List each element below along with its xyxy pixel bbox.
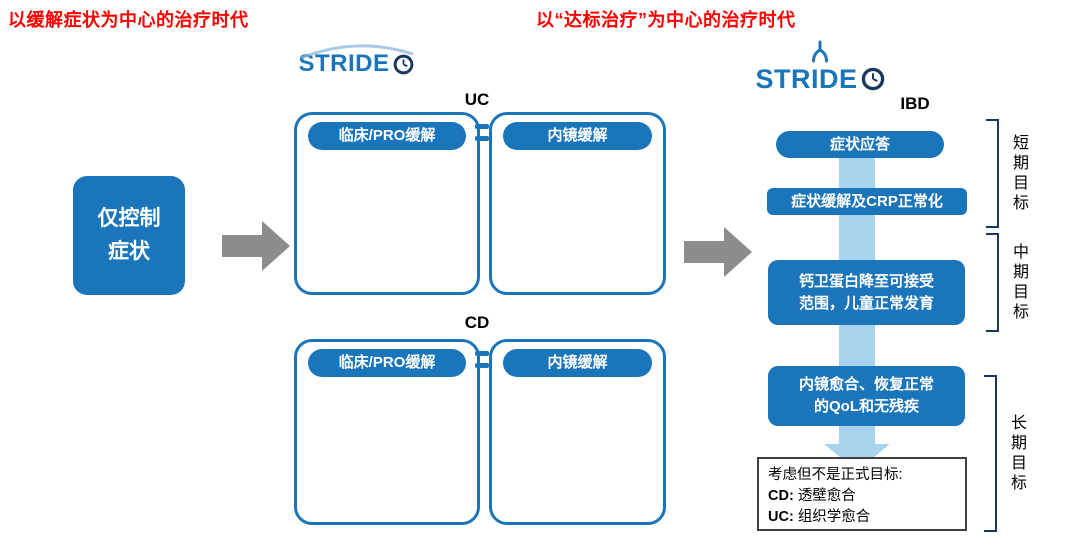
uc-clinical-header: 临床/PRO缓解 [308, 122, 466, 150]
note-title: 考虑但不是正式目标: [768, 467, 903, 483]
note-cd-value: 透壁愈合 [797, 488, 856, 505]
uc-clinical-box: 临床/PRO缓解 [294, 112, 480, 295]
cd-endoscopic-header: 内镜缓解 [503, 349, 652, 377]
note-cd-line: CD: 透壁愈合 [768, 486, 956, 507]
arrow-right-icon-1 [222, 221, 290, 271]
informal-targets-note-box: 考虑但不是正式目标: CD: 透壁愈合 UC: 组织学愈合 [757, 457, 967, 531]
note-cd-label: CD: [768, 488, 794, 505]
stride-wordmark: STRIDE [298, 50, 390, 77]
clock-icon [393, 54, 413, 74]
symptom-remission-crp-box: 症状缓解及CRP正常化 [767, 188, 967, 215]
symptom-response-pill: 症状应答 [776, 131, 944, 158]
arrow-head [262, 221, 290, 271]
arrow-shaft [222, 235, 262, 257]
uc-endoscopic-box: 内镜缓解 [489, 112, 666, 295]
symptom-control-box: 仅控制 症状 [73, 176, 185, 295]
cd-endoscopic-box: 内镜缓解 [489, 339, 666, 525]
uc-link-connector-icon [475, 124, 489, 141]
calprotectin-growth-box: 钙卫蛋白降至可接受 范围，儿童正常发育 [768, 260, 965, 325]
long-term-bracket [984, 375, 997, 532]
stride-wordmark: STRIDE [755, 63, 858, 94]
endoscopic-healing-qol-box: 内镜愈合、恢复正常 的QoL和无残疾 [768, 366, 965, 426]
stride-logo-right: STRIDE [750, 36, 890, 98]
arrow-head [724, 227, 752, 277]
clock-icon [861, 67, 884, 91]
arrow-right-icon-2 [684, 227, 752, 277]
mid-term-goal-label: 中期目标 [1010, 242, 1027, 323]
cd-label: CD [464, 313, 490, 332]
lungs-icon [812, 40, 828, 62]
cd-clinical-header: 临床/PRO缓解 [308, 349, 466, 377]
era-title-right: 以“达标治疗”为中心的治疗时代 [536, 10, 796, 30]
arrow-shaft [684, 241, 724, 263]
short-term-goal-label: 短期目标 [1010, 133, 1027, 214]
era-title-left: 以缓解症状为中心的治疗时代 [8, 10, 249, 30]
uc-label: UC [464, 90, 490, 109]
cd-clinical-box: 临床/PRO缓解 [294, 339, 480, 525]
mid-term-bracket [986, 233, 999, 332]
note-uc-label: UC: [768, 509, 794, 526]
uc-endoscopic-header: 内镜缓解 [503, 122, 652, 150]
stride-wordmark-row: STRIDE [755, 64, 884, 95]
ibd-label: IBD [900, 94, 930, 113]
note-uc-value: 组织学愈合 [797, 509, 871, 526]
note-uc-line: UC: 组织学愈合 [768, 507, 956, 528]
long-term-goal-label: 长期目标 [1008, 413, 1025, 494]
cd-link-connector-icon [475, 351, 489, 368]
short-term-bracket [986, 119, 999, 228]
stride-logo-middle: STRIDE [295, 44, 417, 84]
